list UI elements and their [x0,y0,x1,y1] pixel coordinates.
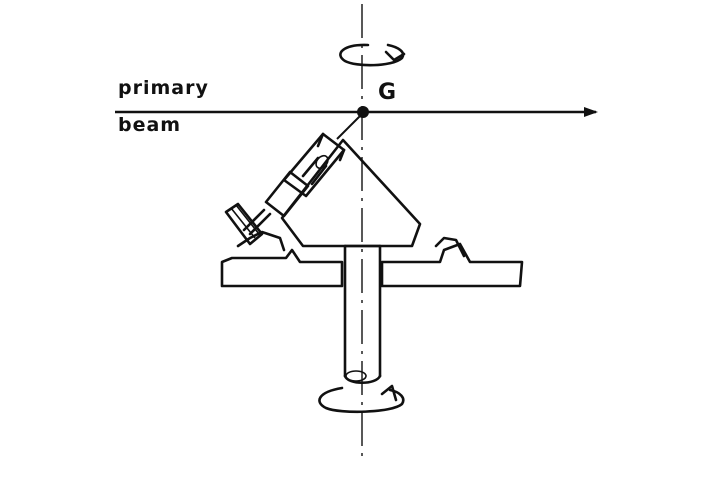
primary-label: primary [118,77,209,99]
top-rotation-arrow [339,43,406,67]
crystal-mount-stalk [336,113,363,140]
goniometer-head [224,132,466,258]
base-plate [220,242,524,288]
spindle-shaft [343,244,382,385]
bottom-rotation-arrow [318,384,405,414]
point-g-label: G [378,80,398,105]
beam-label: beam [118,114,182,136]
